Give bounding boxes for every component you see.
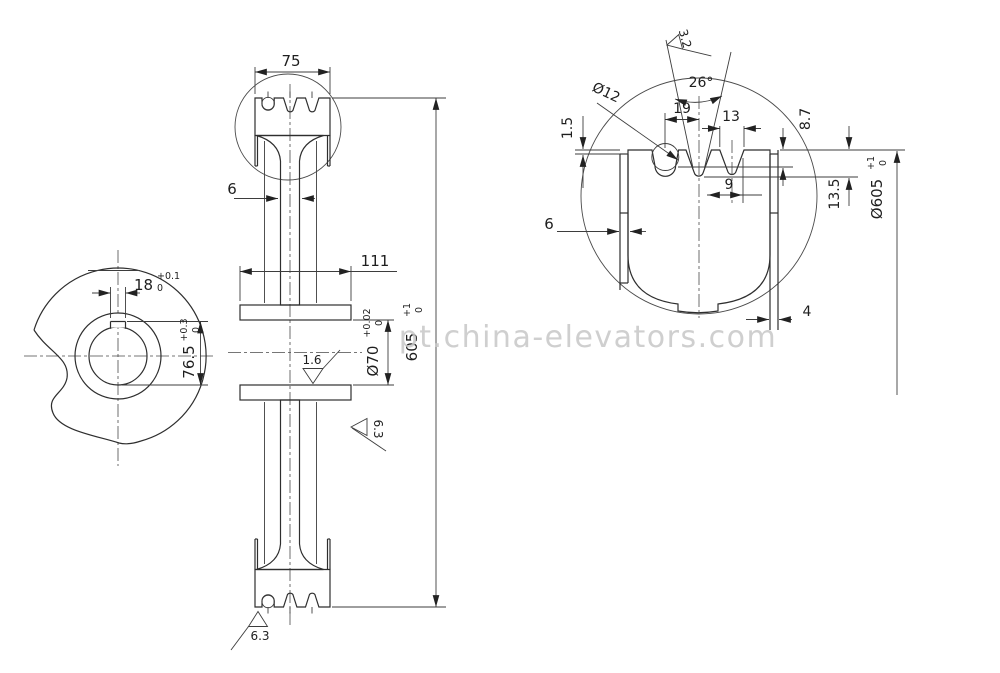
dim-keyway-width: 18 +0.1 0 bbox=[92, 271, 180, 318]
dim-outer-diameter: 605 +1 0 bbox=[332, 97, 446, 608]
groove-angle-value: 26° bbox=[689, 75, 714, 91]
detail-side-walls bbox=[619, 150, 779, 330]
groove-finish-value: 3.2 bbox=[676, 28, 694, 50]
outer-diameter-tol-upper: +1 bbox=[402, 303, 413, 317]
bore-diameter-value: Ø70 bbox=[364, 346, 382, 377]
dim-rim-edge-step: 1.5 bbox=[560, 116, 628, 188]
front-view: 18 +0.1 0 76.5 +0.3 0 bbox=[24, 250, 214, 466]
keyway-depth-tol-lower: 0 bbox=[191, 327, 202, 333]
watermark: pt.china-elevators.com bbox=[399, 320, 777, 355]
dim-groove-bottom-width: 9 bbox=[707, 158, 762, 203]
bore-diameter-tol-upper: +0.02 bbox=[362, 308, 373, 337]
rim-side-thickness-value: 4 bbox=[803, 304, 812, 320]
roughness-icon bbox=[350, 417, 368, 437]
bore-diameter-tol-lower: 0 bbox=[374, 320, 385, 326]
web-thickness-value: 6 bbox=[227, 180, 237, 198]
detail-web-value: 6 bbox=[544, 215, 554, 233]
dim-detail-outer-diameter: Ø605 +1 0 bbox=[866, 151, 901, 395]
dim-detail-web: 6 bbox=[544, 215, 646, 235]
dim-groove-depth-1: 8.7 bbox=[779, 108, 814, 186]
rim-width-value: 75 bbox=[281, 52, 300, 70]
groove-pitch-value: 19 bbox=[673, 101, 691, 117]
rim-side-walls-bottom bbox=[254, 538, 331, 570]
rope-circle-bottom bbox=[261, 594, 275, 609]
groove-bottom-width-value: 9 bbox=[725, 177, 734, 193]
finish-rim-face: 6.3 bbox=[230, 610, 270, 651]
bore-finish-value: 1.6 bbox=[302, 353, 321, 367]
groove-depth-2-value: 13.5 bbox=[827, 178, 843, 209]
dim-rim-width: 75 bbox=[254, 52, 331, 94]
top-web-section bbox=[256, 134, 324, 306]
keyway-width-value: 18 bbox=[134, 276, 153, 294]
detail-od-tol-upper: +1 bbox=[866, 156, 877, 170]
outer-diameter-value: 605 bbox=[403, 333, 421, 362]
break-line bbox=[33, 329, 142, 445]
rim-detail-section bbox=[627, 149, 771, 314]
section-view: 75 6 111 Ø70 +0.02 0 bbox=[227, 52, 446, 651]
roughness-icon bbox=[302, 368, 324, 385]
rope-circle-top bbox=[261, 96, 275, 111]
keyway-width-tol-upper: +0.1 bbox=[157, 271, 180, 282]
dim-groove-angle: 26° bbox=[665, 39, 732, 169]
keyway-width-tol-lower: 0 bbox=[157, 283, 163, 294]
keyway-depth-value: 76.5 bbox=[180, 345, 198, 378]
detail-od-tol-lower: 0 bbox=[878, 160, 889, 166]
rope-diameter-value: Ø12 bbox=[590, 80, 623, 107]
dim-web-thickness: 6 bbox=[227, 180, 315, 202]
finish-groove: 3.2 bbox=[666, 28, 712, 57]
dim-rim-side-thickness: 4 bbox=[746, 304, 812, 323]
dim-groove-depth-2: 13.5 bbox=[827, 126, 853, 210]
outer-rim-arc bbox=[33, 267, 207, 442]
finish-bore: 1.6 bbox=[302, 349, 341, 385]
hub-lower-section bbox=[239, 384, 352, 401]
dim-groove-pitch: 19 bbox=[665, 101, 699, 123]
rim-edge-step-value: 1.5 bbox=[560, 117, 576, 139]
roughness-icon bbox=[247, 610, 269, 627]
dim-groove-top-width: 13 bbox=[702, 109, 761, 147]
detail-od-value: Ø605 bbox=[868, 179, 886, 219]
detail-callout-circle bbox=[234, 73, 342, 181]
top-rim-section bbox=[254, 97, 331, 137]
rim-side-walls-top bbox=[254, 135, 331, 167]
dim-bore-diameter: Ø70 +0.02 0 bbox=[353, 308, 394, 386]
dim-keyway-depth: 76.5 +0.3 0 bbox=[122, 318, 208, 386]
hub-upper-section bbox=[239, 304, 352, 321]
groove-top-width-value: 13 bbox=[722, 109, 740, 125]
detail-view: 26° 3.2 Ø12 19 13 bbox=[544, 28, 905, 395]
outer-diameter-tol-lower: 0 bbox=[414, 307, 425, 313]
finish-hub-face: 6.3 bbox=[350, 417, 387, 452]
hub-circle bbox=[74, 312, 162, 400]
bottom-rim-section bbox=[254, 568, 331, 608]
hub-length-value: 111 bbox=[361, 252, 390, 270]
dim-hub-length: 111 bbox=[239, 252, 397, 301]
keyway-depth-tol-upper: +0.3 bbox=[179, 318, 190, 341]
detail-boundary-circle bbox=[580, 77, 818, 315]
rim-face-finish-value: 6.3 bbox=[250, 629, 269, 643]
groove-depth-1-value: 8.7 bbox=[798, 108, 814, 130]
hub-face-finish-value: 6.3 bbox=[371, 419, 385, 438]
